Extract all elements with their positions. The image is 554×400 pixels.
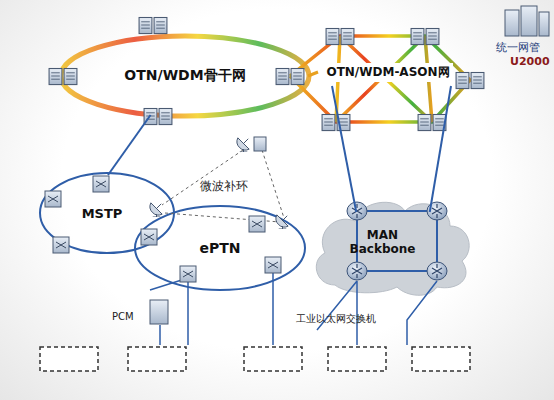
microwave-links <box>162 150 284 222</box>
otn-device <box>276 69 304 85</box>
mstp-device <box>141 229 157 245</box>
label: 微波补环 <box>200 178 248 195</box>
mesh-links <box>290 36 470 122</box>
node-title: OTN/WDM-ASON网 <box>323 63 452 82</box>
site-box <box>40 347 470 371</box>
otn-device <box>411 29 439 45</box>
backbone-ring: OTN/WDM骨干网 <box>62 37 308 115</box>
mesh-network: OTN/WDM-ASON网 <box>318 58 458 86</box>
server-icon <box>505 6 549 36</box>
link-line <box>430 86 451 212</box>
label: U2000 <box>510 55 550 68</box>
node-title: MAN Backbone <box>343 228 423 257</box>
link-line <box>332 86 356 212</box>
label: 工业以太网交换机 <box>296 312 376 326</box>
ptn-device <box>249 216 265 232</box>
cloud <box>316 202 469 295</box>
node-title: ePTN <box>199 240 240 256</box>
otn-device <box>418 115 446 131</box>
ring <box>40 173 174 253</box>
label: PCM <box>112 311 134 322</box>
ring <box>135 206 305 290</box>
label: 统一网管 <box>496 40 540 55</box>
mstp-device <box>93 176 109 192</box>
otn-device <box>139 18 167 34</box>
otn-device <box>456 73 484 89</box>
otn-device <box>326 29 354 45</box>
man-cloud: MAN Backbone <box>330 212 435 272</box>
node-title: MSTP <box>82 206 123 221</box>
ring <box>61 36 309 116</box>
otn-device <box>322 115 350 131</box>
mstp-device <box>53 237 69 253</box>
router <box>427 262 447 280</box>
microwave-unit <box>254 137 266 151</box>
ptn-device <box>265 257 281 273</box>
microwave-dish <box>150 203 162 217</box>
otn-device <box>49 69 77 85</box>
microwave-dish <box>276 215 288 229</box>
pcm-device <box>150 300 168 324</box>
mstp-ring: MSTP <box>42 175 162 251</box>
ptn-device <box>180 266 196 282</box>
microwave-dish <box>237 138 249 152</box>
mstp-device <box>45 191 61 207</box>
link-line <box>308 72 318 76</box>
router <box>347 262 367 280</box>
eptn-ring: ePTN <box>150 208 290 288</box>
node-title: OTN/WDM骨干网 <box>124 67 245 85</box>
link-line <box>108 115 151 175</box>
